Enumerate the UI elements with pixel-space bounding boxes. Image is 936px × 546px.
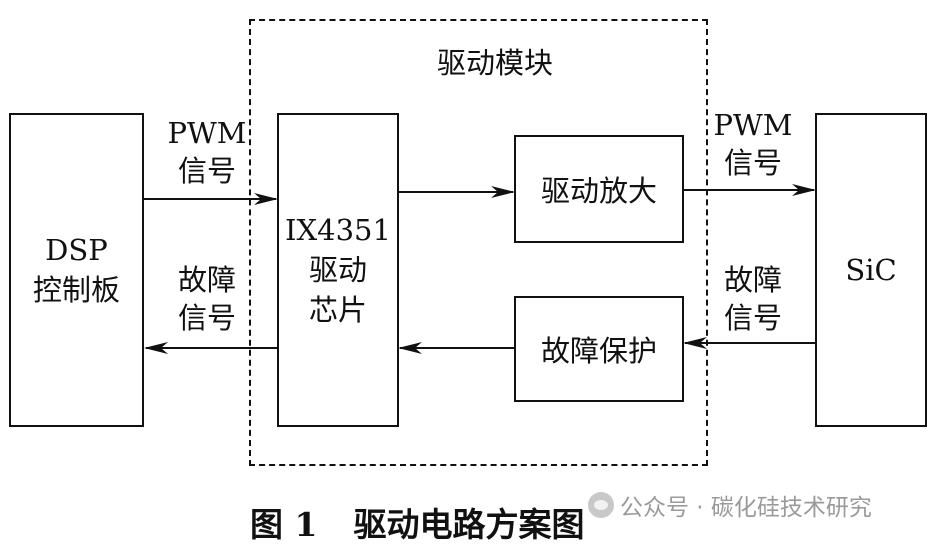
watermark-text: 公众号 · 碳化硅技术研究: [620, 495, 872, 521]
figure-number: 图 1: [250, 505, 318, 544]
pwm-signal-label-right: PWM 信号: [698, 106, 808, 182]
drive-amplifier-label: 驱动放大: [540, 174, 657, 208]
driver-chip-model: IX4351: [285, 213, 391, 247]
wechat-logo-icon: [588, 492, 614, 518]
pwm-label-right-line2: 信号: [723, 146, 782, 180]
driver-chip-line2: 驱动: [308, 253, 367, 287]
dsp-board-line1: DSP: [45, 233, 108, 267]
dsp-board-block: DSP 控制板: [9, 113, 144, 427]
fault-protection-block: 故障保护: [514, 296, 684, 402]
pwm-label-left-line1: PWM: [167, 116, 247, 150]
fault-label-right-line1: 故障: [723, 263, 782, 297]
sic-label: SiC: [845, 253, 897, 287]
driver-chip-line3: 芯片: [308, 293, 367, 327]
fault-signal-label-right: 故障 信号: [698, 261, 808, 337]
dsp-board-line2: 控制板: [32, 273, 120, 307]
drive-module-title: 驱动模块: [436, 46, 553, 80]
fault-protection-label: 故障保护: [540, 334, 657, 368]
pwm-label-left-line2: 信号: [177, 154, 236, 188]
figure-title: 驱动电路方案图: [353, 505, 585, 544]
pwm-label-right-line1: PWM: [713, 108, 793, 142]
fault-signal-label-left: 故障 信号: [152, 261, 262, 337]
drive-module-boundary: [249, 19, 708, 466]
drive-amplifier-block: 驱动放大: [514, 135, 684, 243]
driver-chip-block: IX4351 驱动 芯片: [277, 113, 399, 427]
watermark: 公众号 · 碳化硅技术研究: [588, 488, 872, 522]
sic-block: SiC: [815, 113, 927, 427]
fault-label-right-line2: 信号: [723, 301, 782, 335]
fault-label-left-line2: 信号: [177, 301, 236, 335]
figure-caption: 图 1 驱动电路方案图: [250, 498, 584, 546]
pwm-signal-label-left: PWM 信号: [152, 114, 262, 190]
fault-label-left-line1: 故障: [177, 263, 236, 297]
